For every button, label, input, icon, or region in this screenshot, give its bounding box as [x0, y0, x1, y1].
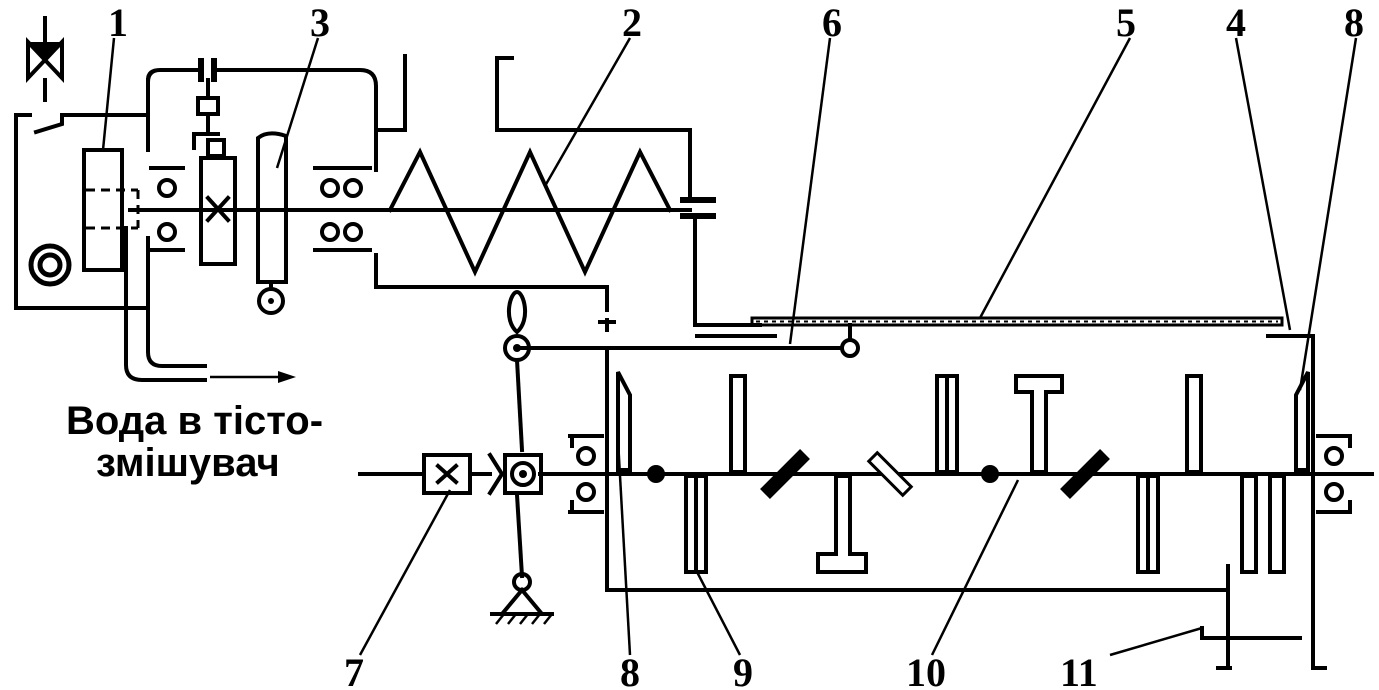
- cam-mechanism: [192, 78, 226, 158]
- lever-rod-6: [515, 323, 860, 358]
- label-1: 1: [108, 0, 128, 45]
- pulley-3: [256, 131, 288, 315]
- label-6: 6: [822, 0, 842, 45]
- outlet-chute-11: [1200, 626, 1302, 640]
- label-11: 11: [1060, 650, 1098, 690]
- caption-line-1: Вода в тісто-: [66, 399, 323, 443]
- label-2: 2: [622, 0, 642, 45]
- pivot-link: [503, 289, 531, 579]
- leader-lines: [101, 37, 1358, 657]
- bearing-kneader-right: [1316, 434, 1352, 514]
- coupling-7: [422, 453, 472, 495]
- inclined-paddles: [760, 449, 1110, 499]
- shaft-joints: [647, 465, 999, 483]
- label-4: 4: [1226, 0, 1246, 45]
- bearing-kneader-left: [568, 434, 604, 514]
- screw-spring: [387, 147, 673, 277]
- label-3: 3: [310, 0, 330, 45]
- drive-frame: [145, 54, 609, 312]
- gauge-wheel-left: [28, 243, 72, 287]
- claw-clutch: [487, 452, 543, 496]
- right-top-bracket: [495, 56, 777, 338]
- end-scraper-left: [616, 371, 632, 472]
- label-8-top: 8: [1344, 0, 1364, 45]
- label-7: 7: [344, 650, 364, 690]
- caption-line-2: змішувач: [96, 441, 280, 485]
- water-valve-symbol: [26, 16, 64, 102]
- bearing-double: [313, 166, 372, 252]
- ground-support: [490, 572, 554, 625]
- trough-body: [598, 318, 1327, 670]
- label-8-bottom: 8: [620, 650, 640, 690]
- top-capacitor-coupling: [198, 58, 217, 82]
- lid-plate: [750, 316, 1284, 327]
- label-9: 9: [733, 650, 753, 690]
- label-5: 5: [1116, 0, 1136, 45]
- kneading-blades-top: [729, 374, 1203, 474]
- bearing-left-shaft: [149, 166, 185, 252]
- end-scraper-right: [1294, 371, 1310, 472]
- label-10: 10: [906, 650, 946, 690]
- drain-pipe: [124, 226, 296, 383]
